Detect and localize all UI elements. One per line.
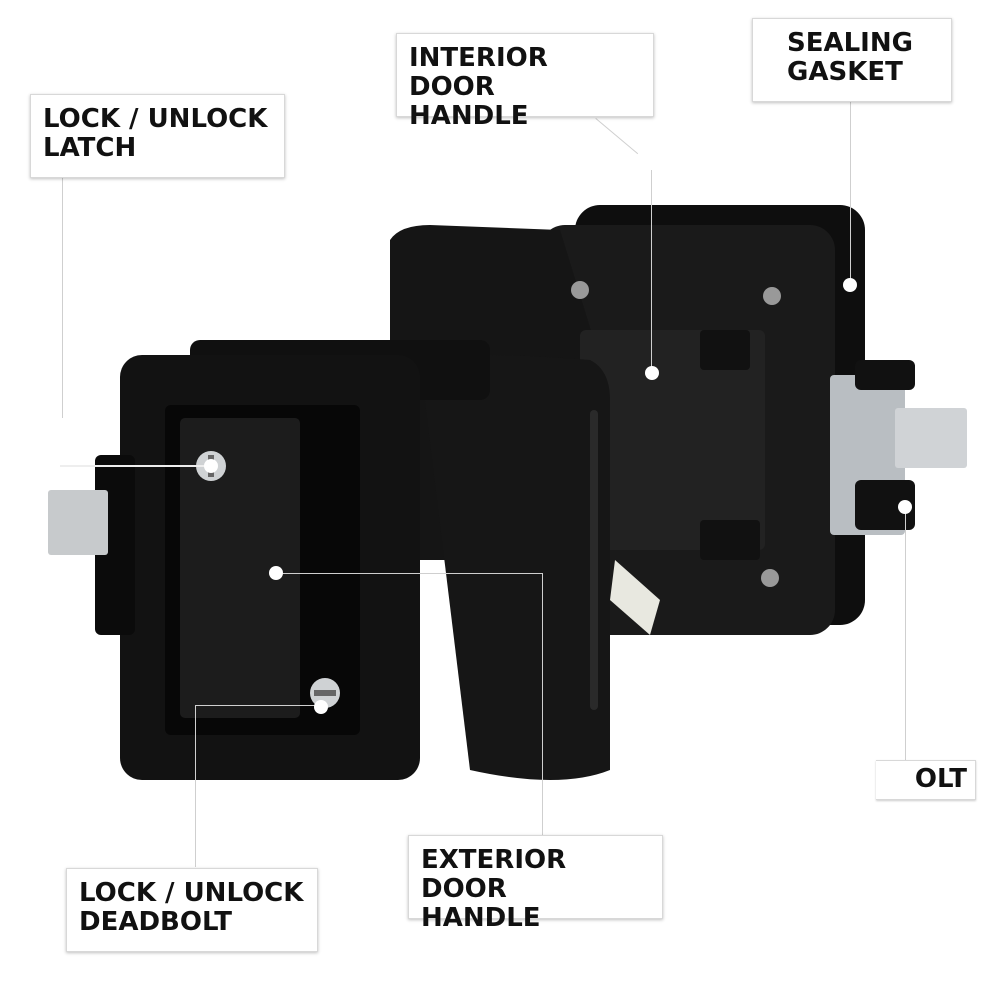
exterior-handle-marker-dot: [269, 566, 283, 580]
label-lock-unlock-deadbolt: LOCK / UNLOCK DEADBOLT: [66, 868, 318, 952]
label-sealing-gasket: SEALING GASKET: [752, 18, 952, 102]
label-exterior-door-handle: EXTERIOR DOOR HANDLE: [408, 835, 663, 933]
gasket-marker-dot: [843, 278, 857, 292]
interior-handle-leader-line: [651, 170, 652, 370]
bolt-leader-line: [905, 510, 906, 765]
label-bolt: OLT: [876, 760, 976, 800]
latch-leader-line: [62, 178, 63, 418]
latch-pointer-line: [60, 465, 210, 467]
deadbolt-pointer-line: [195, 705, 320, 706]
exterior-lock-unit: [48, 340, 610, 780]
gasket-leader-line: [850, 102, 851, 282]
deadbolt-leader-line: [195, 705, 196, 867]
interior-handle-marker-dot: [645, 366, 659, 380]
label-interior-door-handle: INTERIOR DOOR HANDLE: [396, 33, 654, 131]
latch-marker-dot: [204, 459, 218, 473]
label-lock-unlock-latch: LOCK / UNLOCK LATCH: [30, 94, 285, 178]
exterior-handle-pointer-line: [276, 573, 543, 574]
exterior-handle-leader-line: [542, 573, 543, 838]
bolt-marker-dot: [898, 500, 912, 514]
deadbolt-marker-dot: [314, 700, 328, 714]
